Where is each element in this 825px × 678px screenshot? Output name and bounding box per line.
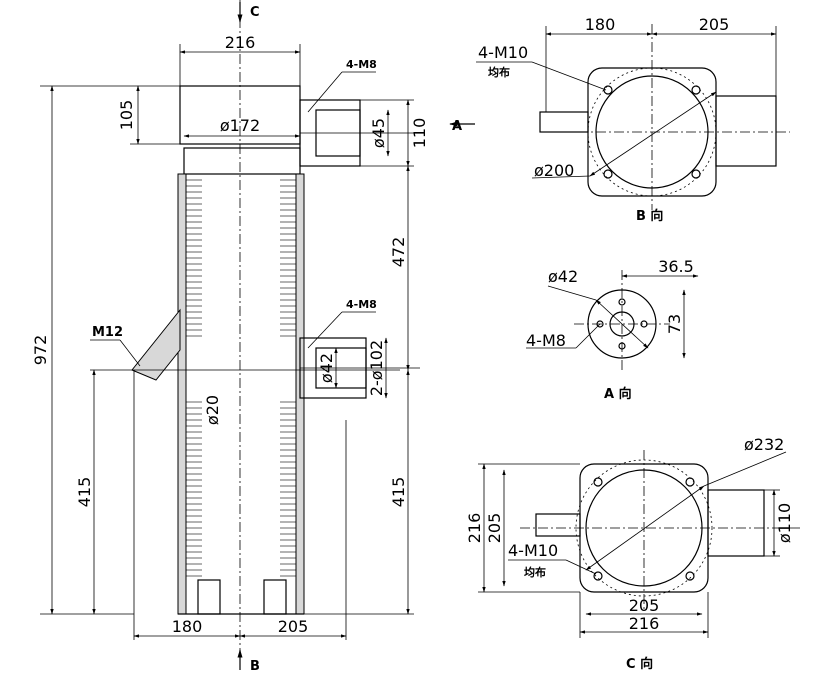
view-b-thread-note: 均布 [488, 65, 510, 79]
upper-port-thread: 4-M8 [346, 58, 377, 71]
dim-left-lower: 415 [75, 477, 94, 508]
view-c: ø232 216 205 4-M10 均布 ø110 205 216 C 向 [465, 435, 800, 672]
dim-right-lower: 415 [389, 477, 408, 508]
section-label-a: A [452, 119, 462, 134]
corrugation-left [186, 179, 202, 577]
dim-upper-spacing: 472 [389, 237, 408, 268]
view-b-thread: 4-M10 [478, 43, 528, 62]
side-thread: M12 [92, 325, 123, 340]
view-a: ø42 36.5 73 4-M8 A 向 [526, 257, 699, 402]
view-c-port-dia: ø110 [775, 503, 794, 543]
view-b-width-right: 205 [699, 15, 730, 34]
view-a-thread: 4-M8 [526, 331, 566, 350]
dim-top-height: 105 [117, 100, 136, 131]
view-a-caption: A 向 [604, 386, 632, 402]
view-b-caption: B 向 [636, 208, 663, 224]
view-a-height: 73 [665, 314, 684, 334]
view-c-caption: C 向 [626, 656, 653, 672]
mid-port-thread: 4-M8 [346, 298, 377, 311]
dim-base-left: 180 [172, 617, 203, 636]
dim-inner-dia: ø172 [220, 116, 260, 135]
upper-port-outer: 110 [410, 118, 429, 149]
view-c-height-inner: 205 [485, 513, 504, 544]
view-c-circle-dia: ø232 [744, 435, 784, 454]
view-c-width-inner: 205 [629, 596, 660, 615]
dim-top-width: 216 [225, 33, 256, 52]
section-label-b: B [250, 659, 260, 674]
view-a-dia: ø42 [548, 267, 578, 286]
view-b: 180 205 4-M10 均布 ø200 B 向 [476, 15, 790, 224]
view-c-height-outer: 216 [465, 513, 484, 544]
drain-dia: ø20 [203, 395, 222, 425]
main-view: C B 972 216 [31, 0, 475, 674]
dim-total-height: 972 [31, 335, 50, 366]
mid-port-dia: ø42 [317, 353, 336, 383]
section-label-c: C [250, 5, 260, 20]
corrugation-right [280, 179, 296, 577]
mid-port-outer: 2-ø102 [367, 340, 386, 396]
view-c-thread-note: 均布 [524, 565, 546, 579]
upper-port-dia: ø45 [369, 118, 388, 148]
view-b-width-left: 180 [585, 15, 616, 34]
view-c-width-outer: 216 [629, 614, 660, 633]
view-a-offset: 36.5 [658, 257, 694, 276]
view-b-circle-dia: ø200 [534, 161, 574, 180]
dim-base-right: 205 [278, 617, 309, 636]
view-c-thread: 4-M10 [508, 541, 558, 560]
